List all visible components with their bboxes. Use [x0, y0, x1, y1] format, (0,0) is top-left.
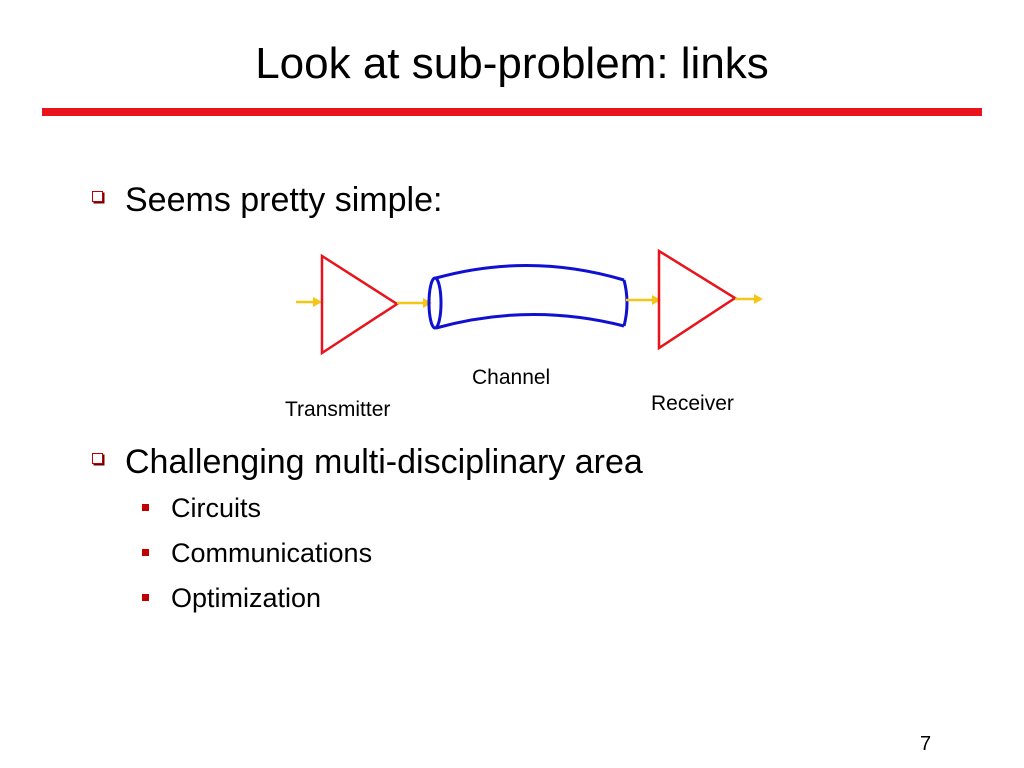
page-number: 7 [920, 733, 932, 755]
title-underline [42, 108, 982, 116]
bullet-text: Challenging multi-disciplinary area [125, 443, 643, 481]
receiver-triangle-icon [657, 248, 738, 351]
channel-cylinder-icon [427, 264, 629, 330]
hollow-square-bullet-icon [92, 453, 103, 464]
filled-square-bullet-icon [142, 504, 149, 511]
hollow-square-bullet-icon [92, 191, 103, 202]
transmitter-label: Transmitter [285, 398, 391, 421]
receiver-label: Receiver [651, 392, 734, 415]
output-arrow-icon [735, 294, 763, 304]
bullet-text: Seems pretty simple: [125, 181, 443, 219]
sub-bullet-text: Circuits [171, 493, 262, 523]
channel-output-arrow-icon [626, 295, 661, 305]
transmitter-output-arrow-icon [397, 298, 432, 308]
sub-bullet-text: Communications [171, 538, 373, 568]
channel-label: Channel [472, 366, 551, 389]
slide-title: Look at sub-problem: links [255, 39, 769, 88]
filled-square-bullet-icon [142, 549, 149, 556]
transmitter-triangle-icon [320, 253, 400, 356]
input-arrow-icon [296, 297, 322, 307]
sub-bullet-text: Optimization [171, 583, 322, 613]
filled-square-bullet-icon [142, 594, 149, 601]
